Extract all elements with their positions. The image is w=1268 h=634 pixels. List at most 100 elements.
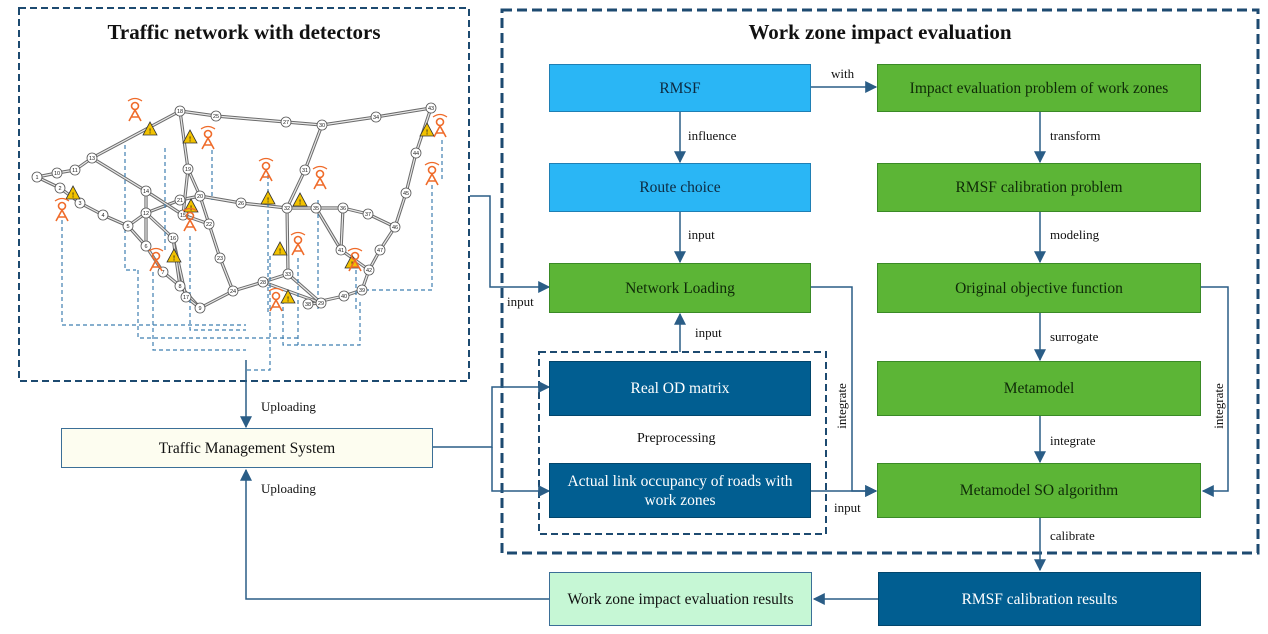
warning-mark: !	[279, 248, 281, 256]
network-node	[74, 197, 86, 209]
network-node	[177, 209, 189, 221]
detector-icon	[182, 207, 198, 232]
network-node-label: 29	[318, 301, 324, 307]
network-node	[194, 190, 206, 202]
label-uploading-bottom: Uploading	[261, 481, 316, 496]
od-matrix-box[interactable]: Real OD matrix	[549, 361, 811, 416]
network-node	[282, 268, 294, 280]
network-node-label: 36	[340, 206, 346, 212]
impact-problem-box[interactable]: Impact evaluation problem of work zones	[877, 64, 1201, 112]
label-calibrate: calibrate	[1050, 528, 1095, 543]
metamodel-box[interactable]: Metamodel	[877, 361, 1201, 416]
evaluation-results-box[interactable]: Work zone impact evaluation results	[549, 572, 812, 626]
detector-link	[137, 270, 300, 339]
label-preprocessing: Preprocessing	[637, 431, 716, 446]
network-node-label: 18	[177, 109, 183, 115]
detector-icon	[268, 287, 284, 312]
network-node-label: 34	[373, 115, 379, 121]
evaluation-frame	[500, 8, 1260, 555]
network-node	[182, 163, 194, 175]
network-node-label: 2	[58, 186, 61, 192]
network-link-inner	[405, 152, 417, 194]
network-node-label: 17	[183, 295, 189, 301]
arrow-integrate-right	[1201, 286, 1229, 497]
warning-sign-icon	[272, 241, 288, 256]
network-node-label: 22	[206, 222, 212, 228]
network-node	[400, 187, 412, 199]
network-node	[281, 202, 293, 214]
network-link-inner	[145, 199, 181, 214]
calibration-problem-box[interactable]: RMSF calibration problem	[877, 163, 1201, 212]
warning-sign-icon	[292, 192, 308, 207]
detector-icon	[54, 197, 70, 222]
network-node-label: 11	[72, 168, 78, 174]
network-node-label: 4	[101, 213, 104, 219]
network-node-label: 14	[143, 189, 149, 195]
network-link-inner	[286, 207, 289, 275]
network-node	[302, 298, 314, 310]
network-node	[54, 182, 66, 194]
network-frame	[18, 7, 470, 382]
detector-link	[124, 145, 136, 271]
warning-mark: !	[287, 296, 289, 304]
network-node-label: 19	[185, 167, 191, 173]
network-node	[51, 167, 63, 179]
network-node	[140, 185, 152, 197]
network-node-label: 13	[89, 156, 95, 162]
label-input-route: input	[688, 227, 715, 242]
network-node	[280, 116, 292, 128]
rmsf-box[interactable]: RMSF	[549, 64, 811, 112]
network-node	[210, 110, 222, 122]
network-node	[140, 207, 152, 219]
preprocessing-frame	[538, 351, 827, 535]
network-link-inner	[304, 124, 323, 171]
calibration-results-box[interactable]: RMSF calibration results	[878, 572, 1201, 626]
network-node-label: 28	[260, 280, 266, 286]
network-node-label: 46	[392, 225, 398, 231]
detector-icon	[312, 165, 328, 190]
network-node	[356, 284, 368, 296]
network-loading-box[interactable]: Network Loading	[549, 263, 811, 313]
network-node-label: 16	[170, 236, 176, 242]
objective-function-box[interactable]: Original objective function	[877, 263, 1201, 313]
label-integrate-meta: integrate	[1050, 433, 1096, 448]
detector-icon	[258, 157, 274, 182]
network-node	[86, 152, 98, 164]
warning-mark: !	[299, 199, 301, 207]
label-input-so: input	[834, 500, 861, 515]
network-node	[180, 291, 192, 303]
detector-icon	[432, 113, 448, 138]
link-occupancy-box[interactable]: Actual link occupancy of roads with work…	[549, 463, 811, 518]
work-zone-signs: !!!!!!!!!!!	[65, 121, 435, 304]
network-link-inner	[182, 168, 189, 216]
network-node	[410, 147, 422, 159]
detectors	[54, 97, 448, 312]
route-choice-box[interactable]: Route choice	[549, 163, 811, 212]
detector-link	[246, 256, 271, 371]
network-node-label: 5	[126, 224, 129, 230]
network-link-inner	[145, 212, 174, 239]
network-link-inner	[219, 257, 234, 292]
network-node-label: 30	[319, 123, 325, 129]
network-node-label: 9	[198, 306, 201, 312]
network-node	[257, 276, 269, 288]
label-surrogate: surrogate	[1050, 329, 1099, 344]
warning-sign-icon	[280, 289, 296, 304]
traffic-management-system-box[interactable]: Traffic Management System	[61, 428, 433, 468]
network-node-label: 26	[238, 201, 244, 207]
network-link-inner	[286, 169, 306, 209]
network-node	[316, 119, 328, 131]
warning-mark: !	[72, 192, 74, 200]
network-node	[299, 164, 311, 176]
network-link-inner	[199, 290, 234, 309]
network-node-label: 42	[366, 268, 372, 274]
network-node	[363, 264, 375, 276]
network-node-label: 8	[178, 284, 181, 290]
warning-mark: !	[189, 136, 191, 144]
warning-sign-icon	[142, 121, 158, 136]
so-algorithm-box[interactable]: Metamodel SO algorithm	[877, 463, 1201, 518]
label-with: with	[831, 66, 855, 81]
detector-link	[358, 185, 433, 291]
network-link-inner	[262, 281, 322, 304]
network-node-label: 44	[413, 151, 419, 157]
